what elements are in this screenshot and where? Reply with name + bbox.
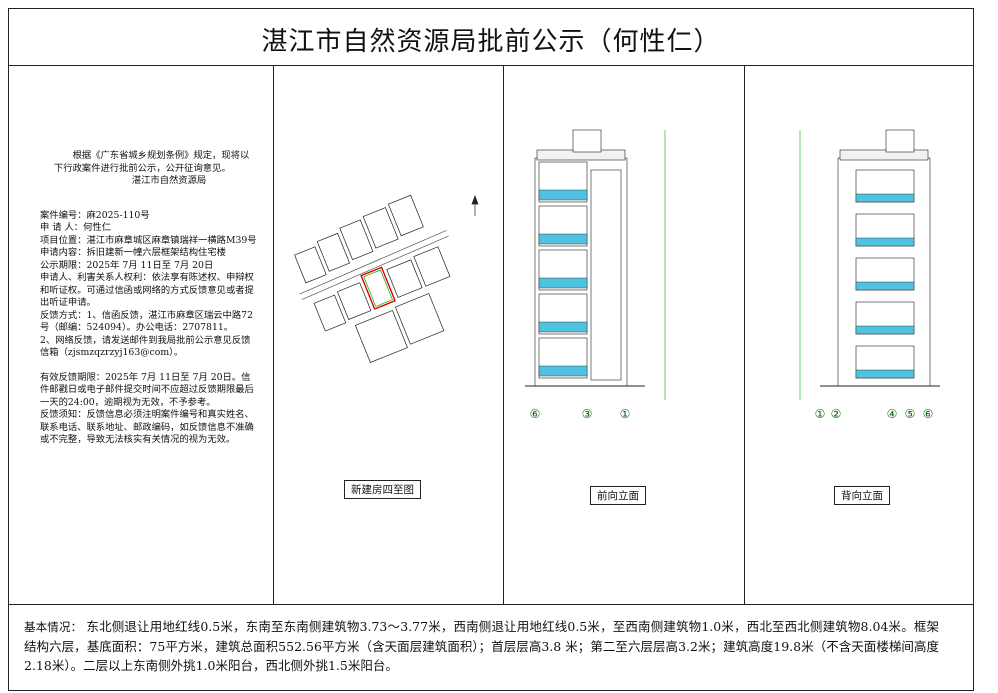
feedback-method-2: 2、网络反馈，请发送邮件到我局批前公示意见反馈信箱（zjsmzqzrzyj163… bbox=[40, 334, 251, 359]
axis-mark: ③ bbox=[582, 407, 593, 421]
basic-info-text: 东北侧退让用地红线0.5米，东南至东南侧建筑物3.73～3.77米，西南侧退让用… bbox=[24, 619, 940, 673]
neighbor-building bbox=[316, 232, 351, 272]
floor-5 bbox=[538, 205, 588, 247]
site-plan-caption: 新建房四至图 bbox=[344, 480, 421, 499]
axis-mark: ⑥ bbox=[530, 407, 541, 421]
publicity-period: 公示期限：2025年 7月 11日至 7月 20日 bbox=[40, 259, 214, 271]
basic-info-row: 基本情况： 东北侧退让用地红线0.5米，东南至东南侧建筑物3.73～3.77米，… bbox=[9, 604, 973, 693]
divider bbox=[744, 65, 745, 604]
balcony-rail bbox=[855, 325, 915, 335]
application-content: 申请内容：拆旧建新一幢六层框架结构住宅楼 bbox=[40, 247, 226, 258]
balcony-rail bbox=[538, 277, 588, 289]
balcony-rail bbox=[855, 237, 915, 247]
divider bbox=[273, 65, 274, 604]
neighbor-building bbox=[387, 194, 424, 237]
building-footprint bbox=[363, 269, 393, 307]
page-title: 湛江市自然资源局批前公示（何性仁） bbox=[261, 27, 721, 57]
balcony-rail bbox=[855, 193, 915, 203]
feedback-method-1: 反馈方式：1、信函反馈，湛江市麻章区瑞云中路72号（邮编：524094）。办公电… bbox=[40, 309, 253, 334]
floor-3 bbox=[538, 293, 588, 335]
balcony-rail bbox=[538, 189, 588, 201]
neighbor-building bbox=[336, 282, 372, 320]
neighbor-building bbox=[313, 294, 347, 332]
front-elevation: ⑥ ③ ① bbox=[525, 129, 666, 421]
notice-frame: 湛江市自然资源局批前公示（何性仁） 基本情况： 东北侧退让用地红线0.5米，东南… bbox=[8, 8, 974, 691]
axis-mark: ② bbox=[831, 407, 842, 421]
north-arrow bbox=[471, 195, 479, 216]
neighbor-building bbox=[394, 293, 445, 345]
neighbor-building bbox=[413, 246, 451, 287]
neighbor-building bbox=[339, 219, 374, 261]
axis-mark: ① bbox=[620, 407, 631, 421]
neighbor-building bbox=[386, 259, 423, 298]
divider bbox=[503, 65, 504, 604]
site-redline bbox=[360, 266, 396, 310]
neighbor-building bbox=[362, 207, 399, 249]
floor-4 bbox=[538, 249, 588, 291]
axis-mark: ① bbox=[815, 407, 826, 421]
rights: 申请人、利害关系人权利：依法享有陈述权、申辩权和听证权。可通过信函或网络的方式反… bbox=[40, 272, 254, 308]
balcony-rail bbox=[855, 281, 915, 291]
balcony-rail bbox=[538, 321, 588, 333]
basic-info: 基本情况： 东北侧退让用地红线0.5米，东南至东南侧建筑物3.73～3.77米，… bbox=[24, 617, 939, 675]
balcony-rail bbox=[538, 233, 588, 245]
stair-roof bbox=[572, 129, 602, 153]
notice-intro: 根据《广东省城乡规划条例》规定，现将以下行政案件进行批前公示，公开征询意见。 bbox=[54, 150, 250, 174]
feedback-notes: 反馈须知：反馈信息必须注明案件编号和真实姓名、联系电话、联系地址、邮政编码，如反… bbox=[40, 409, 254, 445]
case-number: 案件编号：麻2025-110号 bbox=[40, 209, 150, 221]
neighbor-building bbox=[354, 309, 408, 363]
axis-mark: ⑤ bbox=[905, 407, 916, 421]
building-outline bbox=[837, 157, 931, 387]
stair-roof bbox=[885, 129, 915, 153]
title-row: 湛江市自然资源局批前公示（何性仁） bbox=[9, 9, 973, 66]
notice-issuer: 湛江市自然资源局 bbox=[131, 175, 207, 186]
neighbor-building bbox=[294, 246, 327, 284]
parapet bbox=[839, 149, 929, 161]
balcony-rail bbox=[855, 369, 915, 379]
basic-info-label: 基本情况： bbox=[24, 620, 83, 634]
feedback-deadline: 有效反馈期限：2025年 7月 11日至 7月 20日。信件邮戳日或电子邮件提交… bbox=[40, 371, 254, 408]
axis-mark: ④ bbox=[887, 407, 898, 421]
notice-text: 根据《广东省城乡规划条例》规定，现将以下行政案件进行批前公示，公开征询意见。 湛… bbox=[40, 150, 258, 447]
axis-mark: ⑥ bbox=[923, 407, 934, 421]
back-elevation: ① ② ④ ⑤ ⑥ bbox=[799, 129, 940, 421]
front-elevation-caption: 前向立面 bbox=[590, 486, 646, 505]
balcony-rail bbox=[538, 365, 588, 377]
floor-6 bbox=[538, 161, 588, 203]
stair-window bbox=[590, 169, 622, 381]
road-edge bbox=[301, 235, 449, 300]
applicant: 申 请 人：何性仁 bbox=[40, 222, 111, 233]
road-edge bbox=[299, 230, 447, 295]
back-elevation-caption: 背向立面 bbox=[834, 486, 890, 505]
floor-2 bbox=[538, 337, 588, 379]
project-location: 项目位置：湛江市麻章城区麻章镇瑞祥一横路M39号 bbox=[40, 234, 257, 246]
site-plan bbox=[294, 194, 479, 363]
